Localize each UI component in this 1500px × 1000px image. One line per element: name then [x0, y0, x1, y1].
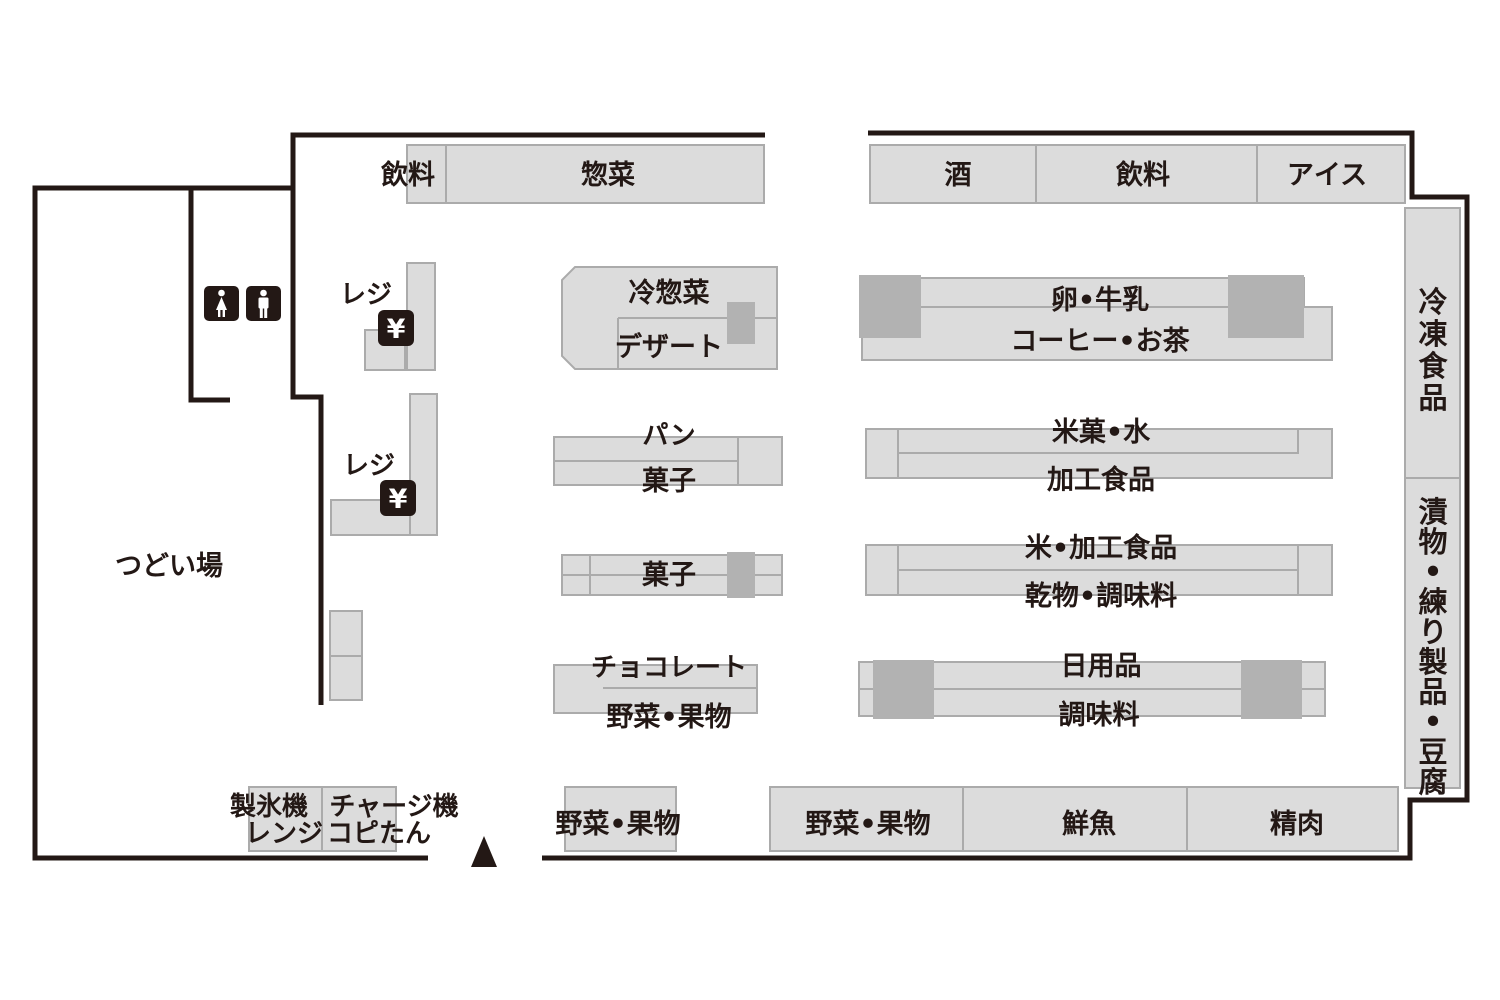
vertical-label-char: 物	[1418, 525, 1447, 559]
gondola-rice-crackers	[865, 428, 1333, 479]
yen-icon-glyph: ¥	[387, 314, 406, 345]
label-chilled-deli: 冷惣菜	[629, 278, 710, 309]
label-rice-crackers-water: 米菓•水	[1052, 417, 1151, 448]
vertical-label-char: 品	[1418, 381, 1447, 415]
label-ice-cream: アイス	[1287, 160, 1367, 191]
right-wall-shelves	[1404, 207, 1461, 789]
vertical-label-char: 練	[1418, 585, 1447, 619]
label-microwave: レンジ	[245, 819, 323, 849]
vertical-label-char: 豆	[1418, 735, 1447, 769]
label-drinks-right: 飲料	[1115, 159, 1170, 191]
top-right-shelves	[869, 144, 1406, 204]
label-bread: パン	[642, 421, 695, 451]
label-seasoning: 調味料	[1059, 699, 1140, 731]
label-meat: 精肉	[1270, 809, 1324, 840]
label-processed-food-1: 加工食品	[1047, 464, 1155, 496]
label-veg-fruit-aisle: 野菜•果物	[606, 702, 731, 733]
yen-icon-glyph: ¥	[389, 484, 408, 515]
label-register-2: レジ	[343, 451, 395, 481]
label-fresh-fish: 鮮魚	[1062, 808, 1116, 840]
label-deli: 惣菜	[581, 160, 635, 191]
label-copy-machine: コピたん	[327, 819, 431, 849]
vertical-label-char: 漬	[1418, 495, 1447, 529]
vertical-label-char: •	[1424, 705, 1443, 739]
vertical-label-char: 食	[1418, 349, 1448, 383]
label-egg-milk: 卵•牛乳	[1051, 285, 1149, 316]
vertical-label-char: 腐	[1418, 765, 1447, 799]
gondola-rice-processed	[865, 544, 1333, 596]
label-gathering-area: つどい場	[115, 551, 223, 582]
label-chocolate: チョコレート	[591, 653, 747, 683]
male-restroom-icon	[246, 286, 281, 321]
label-charger: チャージ機	[329, 792, 458, 822]
store-walls	[32, 130, 1470, 861]
label-daily-goods: 日用品	[1061, 651, 1142, 682]
label-veg-fruit-bottom-1: 野菜•果物	[555, 809, 680, 840]
top-left-shelves	[406, 144, 765, 204]
label-drinks-left: 飲料	[380, 159, 435, 191]
gondola-daily-goods	[858, 660, 1326, 719]
label-coffee-tea: コーヒー•お茶	[1010, 326, 1190, 357]
female-restroom-icon	[204, 286, 239, 321]
label-snacks-1: 菓子	[641, 466, 696, 497]
entrance-arrow-icon	[471, 836, 497, 867]
left-small-shelf	[329, 610, 363, 701]
label-veg-fruit-bottom-2: 野菜•果物	[805, 809, 930, 840]
vertical-label-char: •	[1424, 555, 1443, 589]
gondola-egg-milk	[859, 275, 1333, 361]
label-sake: 酒	[945, 160, 972, 191]
yen-icon: ¥	[380, 480, 416, 516]
gondola-snacks	[561, 552, 783, 598]
bottom-shelves	[248, 786, 1399, 852]
label-register-1: レジ	[340, 280, 392, 310]
vertical-label-char: 品	[1418, 675, 1447, 709]
gondola-chocolate	[553, 664, 758, 714]
label-dried-seasoning: 乾物•調味料	[1025, 580, 1177, 612]
label-ice-machine: 製氷機	[230, 792, 308, 822]
vertical-label-char: 冷	[1418, 285, 1447, 319]
yen-icon: ¥	[378, 310, 414, 346]
label-rice-processed: 米•加工食品	[1025, 532, 1177, 564]
label-snacks-2: 菓子	[641, 560, 696, 591]
section-labels: 飲料 惣菜 酒 飲料 アイス レジ レジ 冷惣菜 デザート 卵•牛乳 コーヒー•…	[115, 159, 1367, 849]
vertical-label-char: 凍	[1418, 317, 1447, 351]
gondola-bread	[553, 436, 783, 486]
gondola-chilled-deli	[561, 266, 778, 370]
label-dessert: デザート	[615, 331, 723, 363]
vertical-label-char: り	[1418, 615, 1447, 649]
vertical-label-char: 製	[1418, 645, 1447, 679]
